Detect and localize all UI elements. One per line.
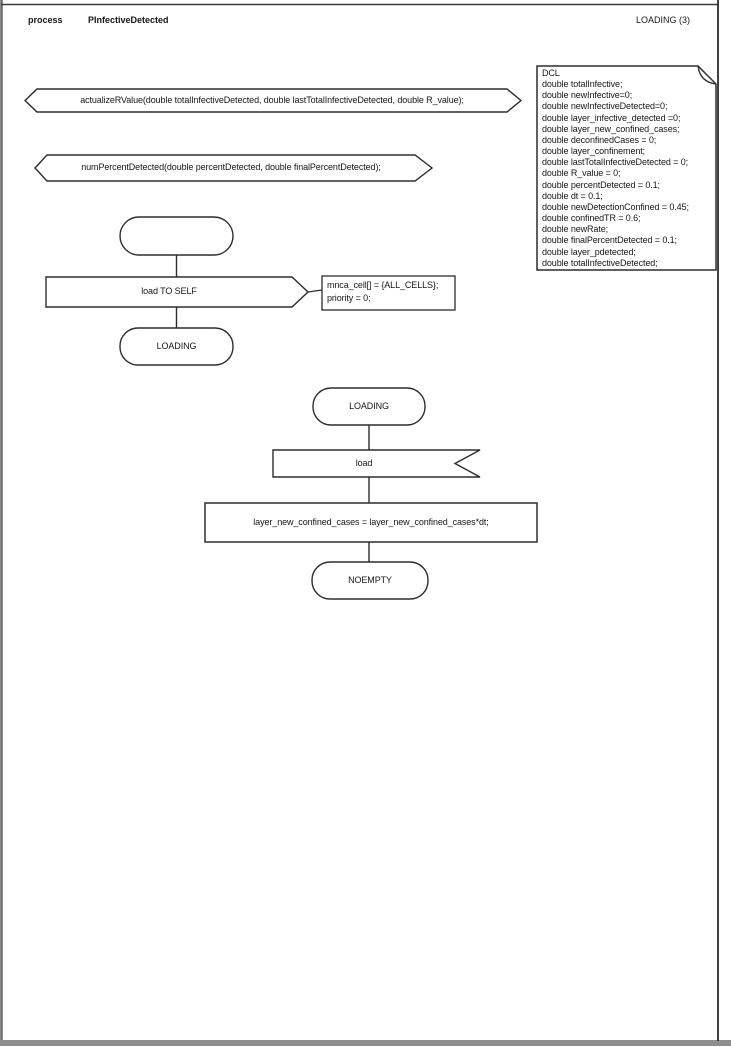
text-line: double lastTotalInfectiveDetected = 0; [542,157,689,168]
input-shape-load [272,449,481,478]
procedure-declaration-actualizeRValue: actualizeRValue(double totalInfectiveDet… [80,95,464,106]
text-line: double layer_infective_detected =0; [542,112,681,123]
start-state-shape [119,216,234,256]
diagram-kind-label: process [28,15,63,25]
declarations-note-shape [536,65,717,271]
state-shape-loading-next [119,327,234,366]
process-name: PInfectiveDetected [88,15,169,25]
page-state-label: LOADING (3) [635,15,690,25]
text-line: mnca_cell[] = {ALL_CELLS}; [327,280,439,290]
text-line: double R_value = 0; [542,168,621,179]
text-line: double layer_pdetected; [542,246,636,257]
comment-box-shape [321,275,456,311]
procedure-declaration-shape-numPercentDetected [34,154,434,182]
text-line: double newDetectionConfined = 0.45; [542,201,689,212]
text-line: double finalPercentDetected = 0.1; [542,235,677,246]
text-line: double dt = 0.1; [542,190,603,201]
comment-connector-line [307,289,323,293]
text-line: double percentDetected = 0.1; [542,179,660,190]
output-shape-load-to-self [45,276,310,308]
text-line: priority = 0; [327,293,371,303]
text-line: double newInfective=0; [542,90,633,101]
text-line: DCL [542,68,560,78]
text-line: double confinedTR = 0.6; [542,213,641,224]
text-line: double layer_confinement; [542,146,646,157]
declarations-note-fold [697,65,717,85]
page-shadow-bottom [0,1040,731,1046]
procedure-declaration-numPercentDetected: numPercentDetected(double percentDetecte… [81,162,381,173]
state-shape-noempty [311,561,429,600]
task-label: layer_new_confined_cases = layer_new_con… [253,516,489,527]
comment-text: mnca_cell[] = {ALL_CELLS}; priority = 0; [327,279,453,305]
text-line: double newInfectiveDetected=0; [542,101,668,112]
text-line: double deconfinedCases = 0; [542,134,657,145]
output-label-load-to-self: load TO SELF [141,286,197,297]
state-label-loading: LOADING [349,400,389,411]
state-label-loading-next: LOADING [156,340,197,351]
text-line: double totalInfectiveDetected; [542,257,658,268]
procedure-declaration-shape-actualizeRValue [23,88,523,113]
text-line: double newRate; [542,224,609,235]
input-label-load: load [355,457,373,468]
text-line: double totalInfective; [542,79,623,90]
text-line: double layer_new_confined_cases; [542,123,680,134]
state-label-noempty: NOEMPTY [348,574,392,585]
task-shape [204,502,538,543]
